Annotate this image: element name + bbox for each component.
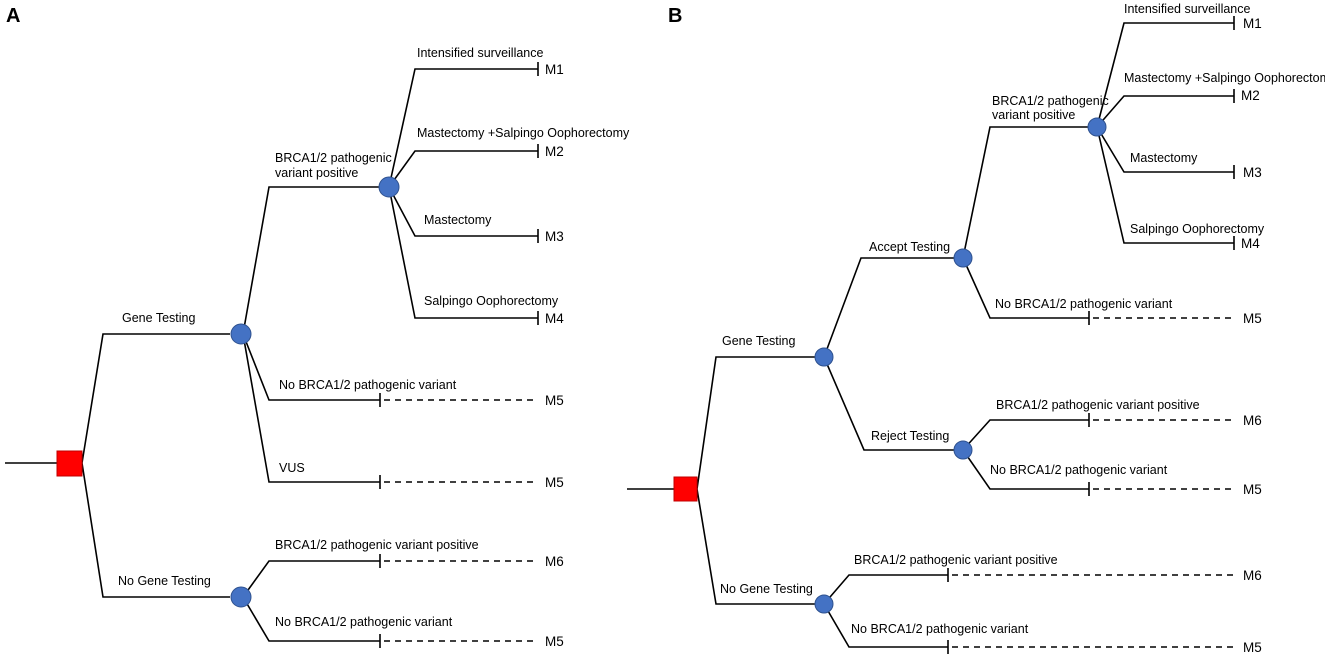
edge-mastectomy (388, 186, 538, 237)
panel-b-label: B (668, 5, 682, 27)
outcome-surveillance: M1 (1243, 16, 1262, 31)
label-ngt-negative: No BRCA1/2 pathogenic variant (275, 615, 453, 629)
outcome-surveillance: M1 (545, 62, 564, 77)
outcome-mast-so: M2 (545, 144, 564, 159)
edge-ngt-negative (242, 596, 380, 642)
edge-vus (242, 333, 380, 483)
edge-mast-so (388, 150, 538, 188)
label-surveillance: Intensified surveillance (1124, 2, 1251, 16)
label-ngt-positive: BRCA1/2 pathogenic variant positive (275, 538, 479, 552)
edge-surveillance (388, 68, 538, 188)
panel-a: A Gene Tes (5, 5, 630, 649)
chance-node-accept (953, 248, 973, 268)
panel-b: B (627, 2, 1325, 655)
chance-node-gene-testing (814, 347, 834, 367)
chance-node-reject (953, 440, 973, 460)
edge-gene-testing (81, 333, 230, 464)
outcome-no-brca: M5 (1243, 311, 1262, 326)
outcome-salpingo: M4 (1241, 236, 1260, 251)
label-no-brca: No BRCA1/2 pathogenic variant (279, 378, 457, 392)
outcome-ngt-positive: M6 (1243, 568, 1262, 583)
label-mastectomy: Mastectomy (1130, 151, 1198, 165)
edge-salpingo (1096, 126, 1234, 244)
decision-node (673, 476, 698, 502)
edge-no-gene-testing (696, 488, 815, 605)
edge-mastectomy (1096, 126, 1234, 173)
label-mast-so: Mastectomy +Salpingo Oophorectomy (417, 126, 630, 140)
label-ngt-negative: No BRCA1/2 pathogenic variant (851, 622, 1029, 636)
edge-salpingo (388, 186, 538, 319)
label-gene-testing: Gene Testing (722, 334, 795, 348)
edge-accept (823, 257, 954, 358)
label-mast-so: Mastectomy +Salpingo Oophorectomy (1124, 71, 1325, 85)
outcome-ngt-positive: M6 (545, 554, 564, 569)
label-gene-testing: Gene Testing (122, 311, 195, 325)
edge-ngt-positive (823, 574, 948, 605)
chance-node-gene-testing (230, 323, 252, 345)
outcome-rej-positive: M6 (1243, 413, 1262, 428)
panel-a-label: A (6, 5, 20, 27)
edge-no-brca (242, 333, 380, 401)
label-salpingo: Salpingo Oophorectomy (1130, 222, 1265, 236)
edge-ngt-positive (242, 560, 380, 598)
label-no-gene-testing: No Gene Testing (118, 574, 211, 588)
label-vus: VUS (279, 461, 305, 475)
edge-no-gene-testing (81, 462, 230, 598)
outcome-mastectomy: M3 (1243, 165, 1262, 180)
label-salpingo: Salpingo Oophorectomy (424, 294, 559, 308)
outcome-ngt-negative: M5 (1243, 640, 1262, 655)
outcome-mastectomy: M3 (545, 229, 564, 244)
label-reject: Reject Testing (871, 429, 949, 443)
label-mastectomy: Mastectomy (424, 213, 492, 227)
edge-no-brca (962, 257, 1089, 319)
decision-node (56, 450, 83, 477)
label-accept: Accept Testing (869, 240, 950, 254)
label-no-gene-testing: No Gene Testing (720, 582, 813, 596)
outcome-ngt-negative: M5 (545, 634, 564, 649)
edge-rej-negative (962, 449, 1089, 490)
edge-mast-so (1096, 95, 1234, 128)
edge-gene-testing (696, 356, 815, 490)
edge-reject (823, 356, 954, 451)
edge-brca-positive (962, 126, 1089, 259)
edge-brca-positive (242, 186, 380, 335)
label-surveillance: Intensified surveillance (417, 46, 544, 60)
chance-node-brca-positive (1087, 117, 1107, 137)
edge-rej-positive (962, 419, 1089, 451)
edge-ngt-negative (823, 603, 948, 648)
outcome-mast-so: M2 (1241, 88, 1260, 103)
label-ngt-positive: BRCA1/2 pathogenic variant positive (854, 553, 1058, 567)
edge-surveillance (1096, 22, 1234, 128)
label-rej-negative: No BRCA1/2 pathogenic variant (990, 463, 1168, 477)
chance-node-no-gene-testing (814, 594, 834, 614)
label-no-brca: No BRCA1/2 pathogenic variant (995, 297, 1173, 311)
outcome-rej-negative: M5 (1243, 482, 1262, 497)
chance-node-brca-positive (378, 176, 400, 198)
label-rej-positive: BRCA1/2 pathogenic variant positive (996, 398, 1200, 412)
chance-node-no-gene-testing (230, 586, 252, 608)
outcome-vus: M5 (545, 475, 564, 490)
outcome-no-brca: M5 (545, 393, 564, 408)
outcome-salpingo: M4 (545, 311, 564, 326)
